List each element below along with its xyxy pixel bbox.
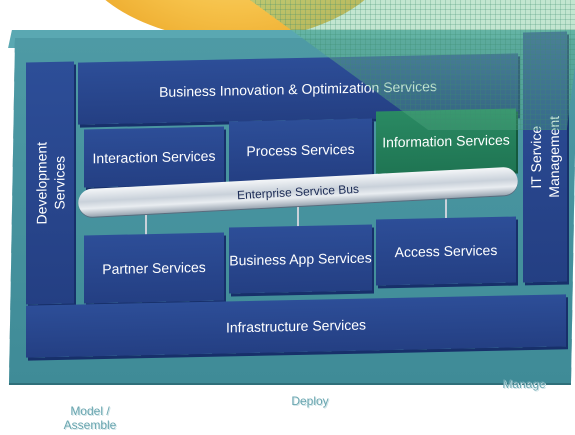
partner-services-label: Partner Services [102,258,206,278]
deploy-label: Deploy [291,394,329,408]
business-app-services-label: Business App Services [229,249,372,269]
information-services-label: Information Services [382,131,510,151]
process-services-block: Process Services [229,118,372,182]
interaction-services-block: Interaction Services [84,126,224,188]
process-services-label: Process Services [246,140,355,160]
access-services-block: Access Services [376,216,516,286]
manage-label: Manage [502,377,546,391]
access-services-label: Access Services [394,241,498,261]
model-assemble-label: Model / Assemble [63,404,117,432]
business-app-services-block: Business App Services [229,224,372,294]
development-services-label: Development Services [33,141,67,225]
partner-services-block: Partner Services [84,232,224,304]
enterprise-service-bus-label: Enterprise Service Bus [236,181,360,203]
infrastructure-services-label: Infrastructure Services [225,316,367,336]
development-services-block: Development Services [26,61,74,305]
interaction-services-label: Interaction Services [92,147,216,167]
